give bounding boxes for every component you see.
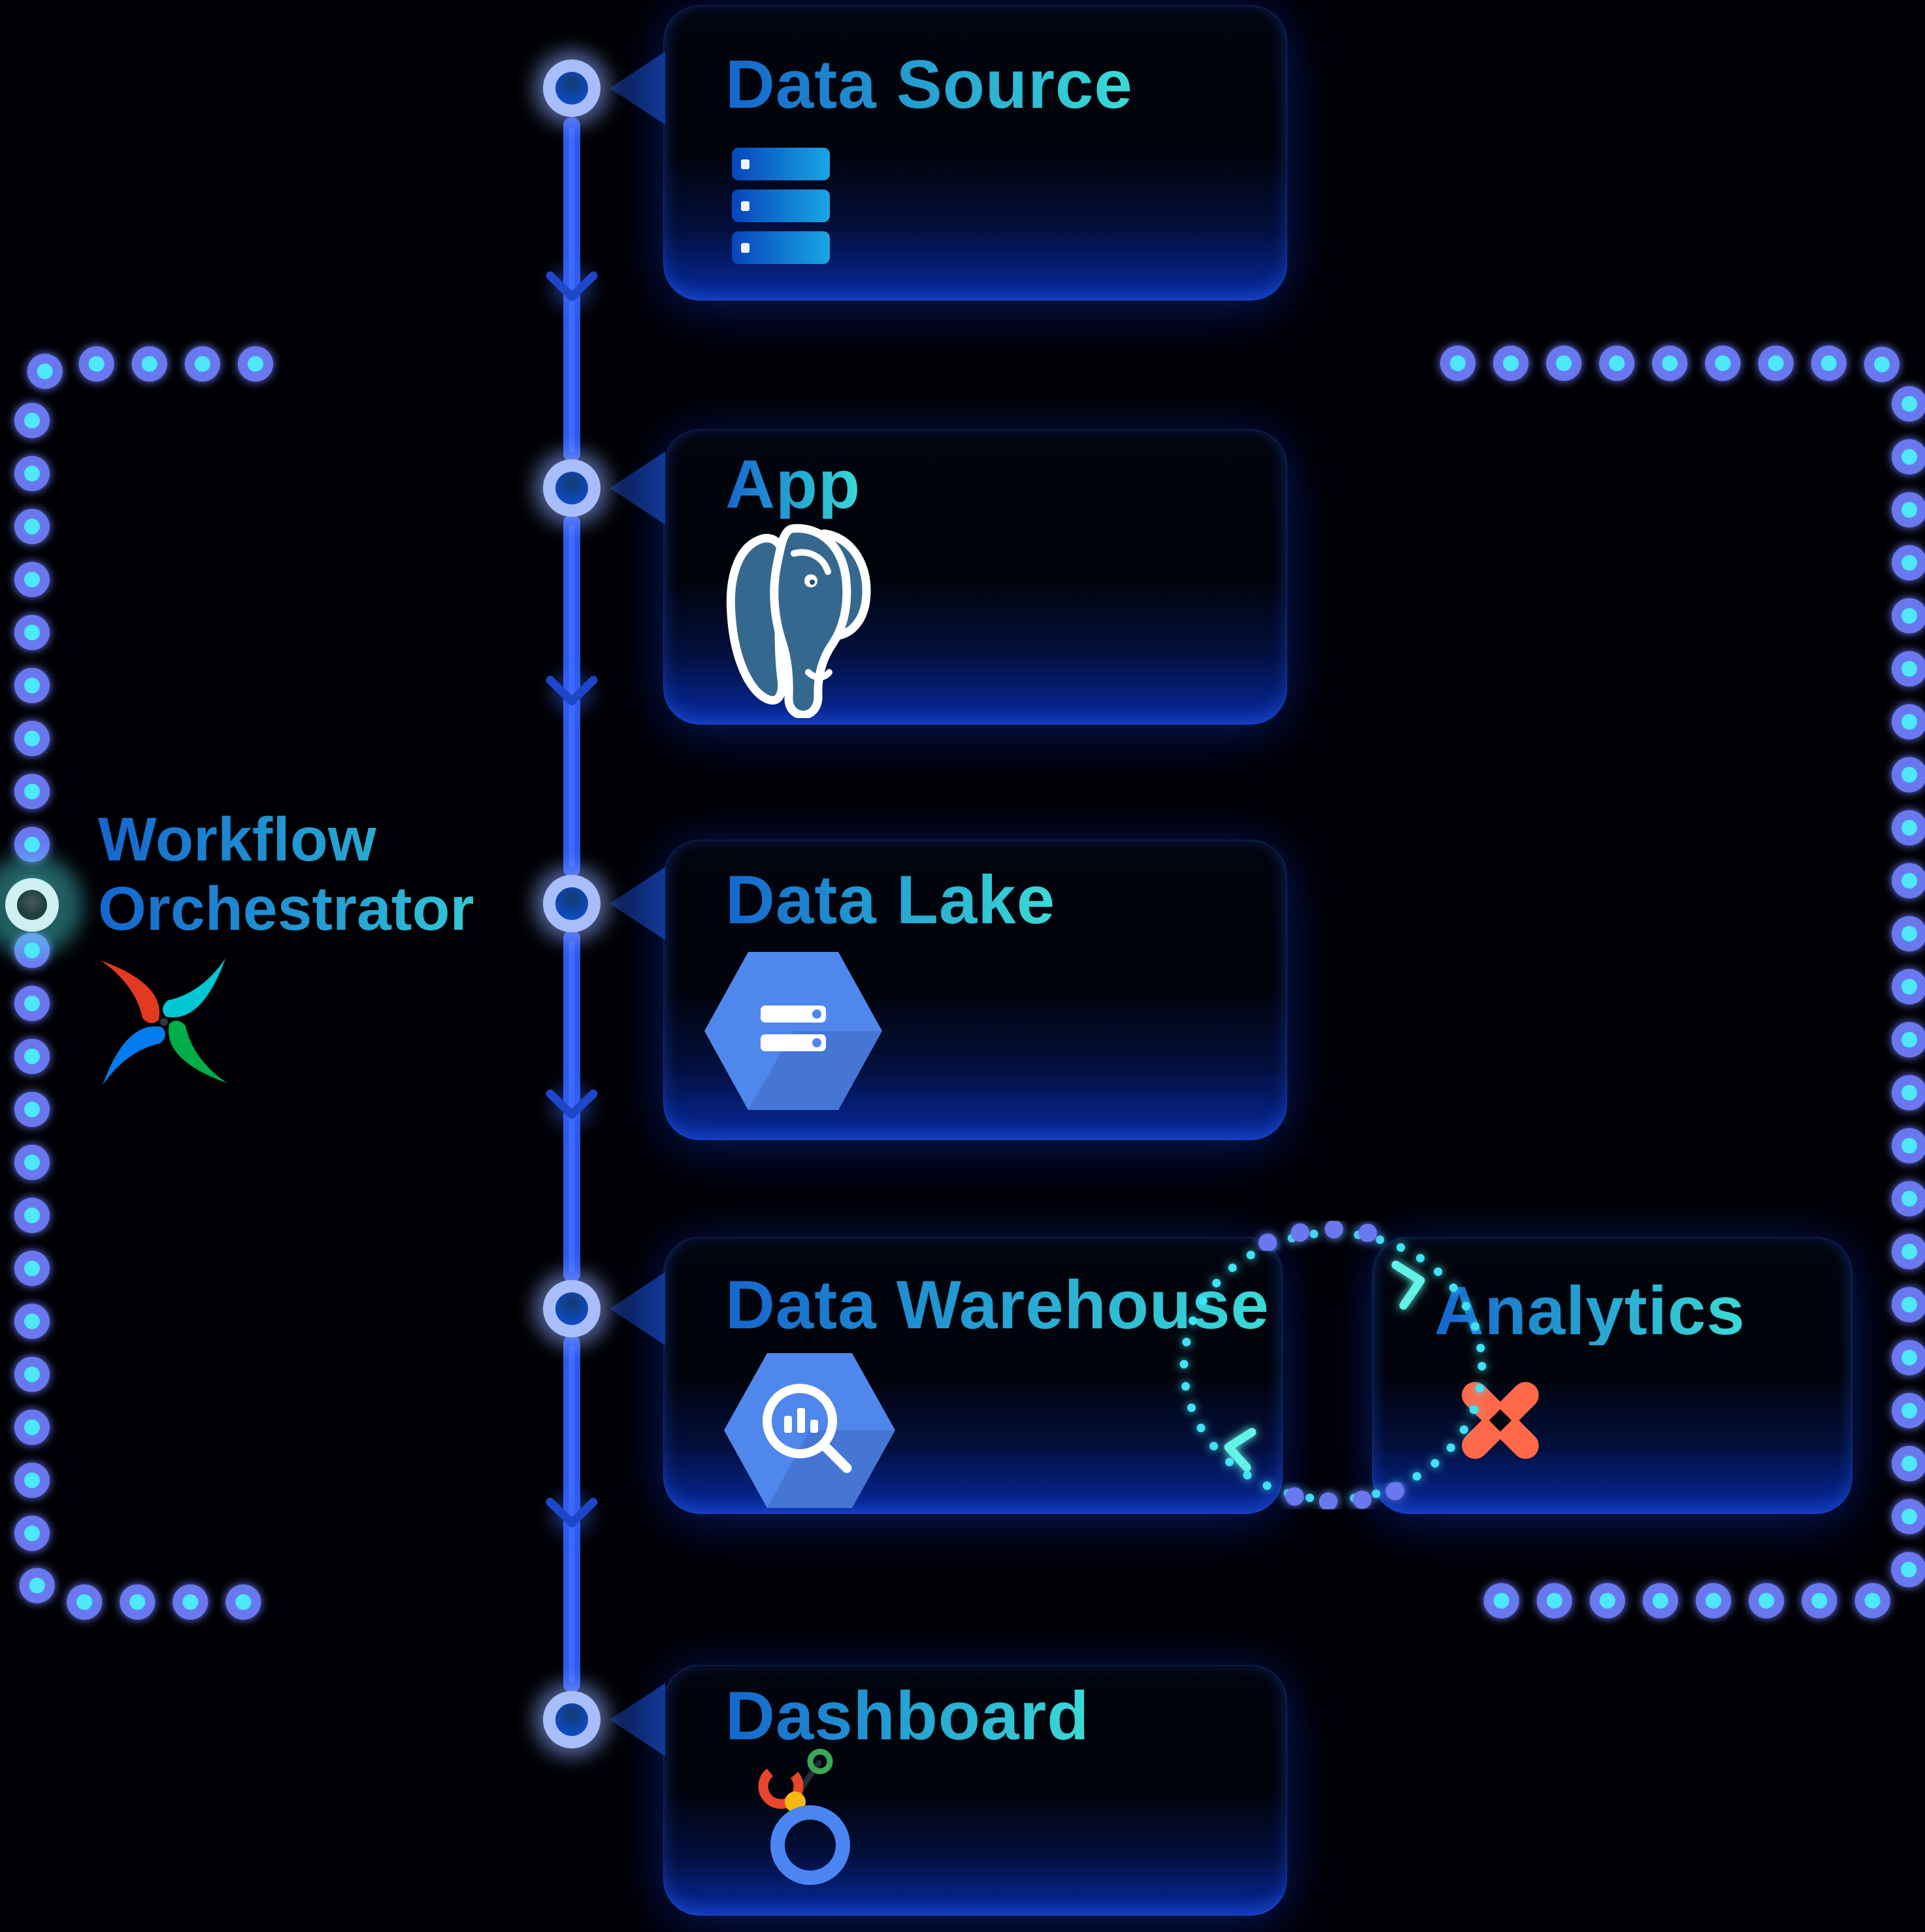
cycle-arrowhead-left-icon [1224, 1428, 1257, 1472]
right-dotted-bracket [1440, 346, 1925, 1618]
stage-card-app: App [663, 429, 1287, 725]
stage-title-dashboard: Dashboard [725, 1678, 1090, 1754]
timeline [546, 110, 598, 1700]
node-data-warehouse [534, 1271, 610, 1347]
dbt-star-icon [1447, 1367, 1553, 1477]
looker-studio-icon [753, 1747, 855, 1889]
left-dotted-bracket [14, 346, 273, 1620]
stage-card-dashboard: Dashboard [663, 1665, 1287, 1916]
node-data-source [534, 50, 610, 126]
stage-card-data-source: Data Source [663, 5, 1287, 301]
stage-title-data-source: Data Source [725, 46, 1133, 123]
stage-card-data-warehouse: Data Warehouse [663, 1237, 1283, 1514]
stage-title-app: App [725, 446, 861, 523]
postgresql-elephant-icon [716, 516, 876, 721]
node-data-lake [534, 866, 610, 941]
bigquery-hexagon-icon [724, 1353, 895, 1511]
stage-title-data-warehouse: Data Warehouse [725, 1267, 1270, 1343]
node-orchestrator [0, 854, 83, 956]
stage-title-analytics: Analytics [1434, 1273, 1745, 1349]
cloud-storage-hexagon-icon [704, 952, 882, 1113]
card-pointer-tails [610, 52, 665, 1756]
cycle-arrowhead-right-icon [1391, 1260, 1425, 1310]
node-dashboard [534, 1682, 610, 1758]
stage-card-analytics: Analytics [1372, 1237, 1852, 1514]
timeline-nodes [0, 50, 610, 1758]
stage-card-data-lake: Data Lake [663, 840, 1287, 1140]
stage-title-data-lake: Data Lake [725, 862, 1056, 938]
timeline-arrowhead-icons [546, 269, 598, 1534]
airflow-pinwheel-icon [92, 950, 236, 1097]
orchestrator-label: Workflow Orchestrator [98, 805, 542, 944]
node-app [534, 450, 610, 526]
server-stack-icon [732, 144, 833, 272]
warehouse-analytics-cycle-arrows [1179, 1220, 1487, 1511]
